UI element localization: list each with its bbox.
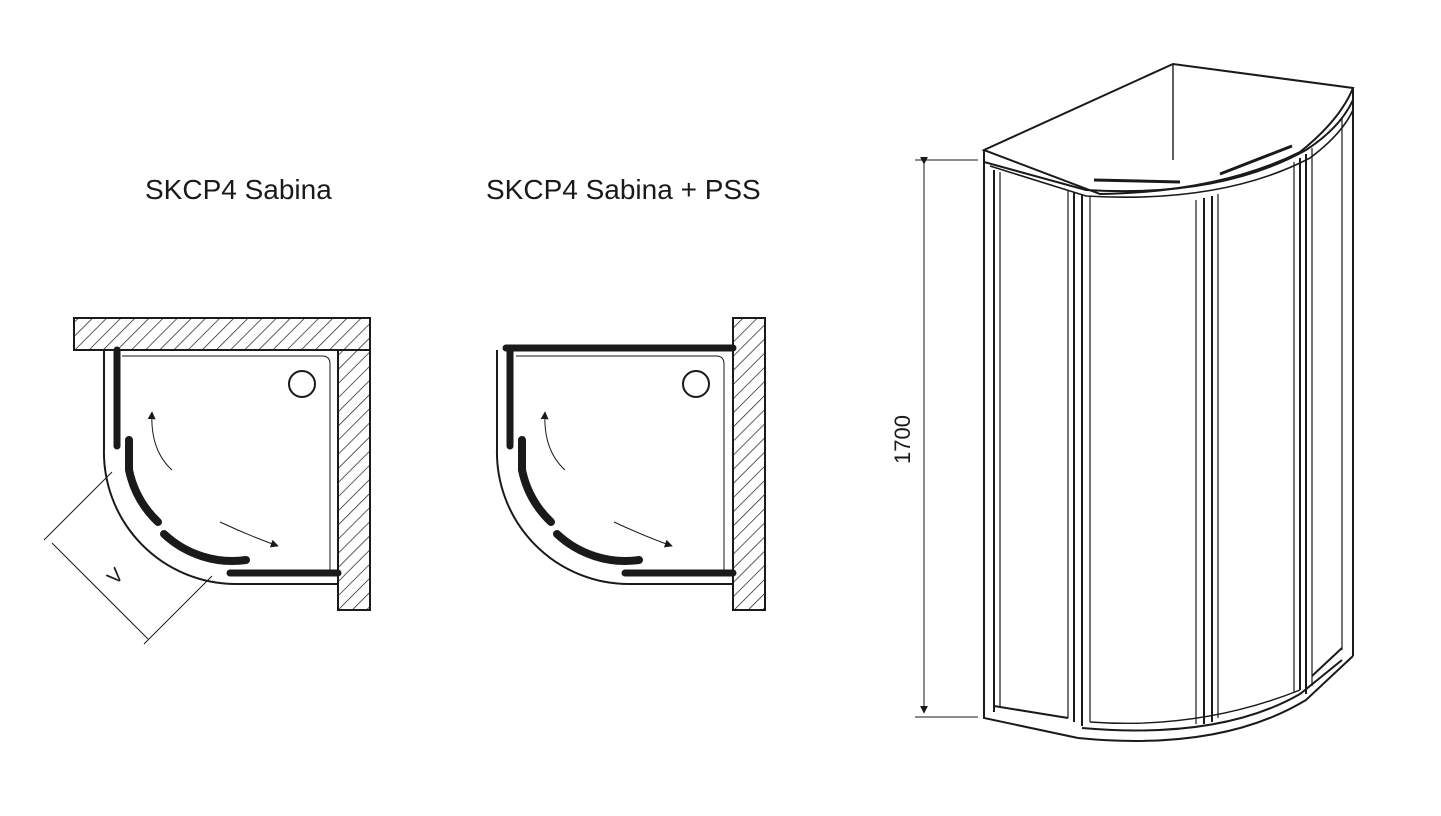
bottom-door-rail [1089,689,1301,724]
shower-tray-inner [122,355,331,574]
bottom-frame-profile-inner [1081,659,1343,732]
sliding-door-curve-1 [125,436,162,526]
right-panel-bottom [1311,647,1343,677]
dimension-line [51,542,149,640]
opening-arrow-up-pss [540,411,566,471]
top-frame-roof [981,62,1355,196]
dimension-extension-2 [143,575,213,645]
sliding-door-curve-1-pss [518,436,555,526]
drain-icon-pss [682,370,710,398]
top-rail-handle [1093,178,1181,184]
top-frame-profile-inner [989,109,1354,198]
opening-arrow-up [147,411,173,471]
bottom-frame-profile [1077,655,1354,742]
elevation-view: 1700 [890,62,1355,742]
dimension-extension-1 [43,471,113,541]
opening-arrow-right-pss [613,521,673,548]
opening-arrow-right [219,521,279,548]
shower-tray-outline-pss [495,350,733,585]
plan-title-left: SKCP4 Sabina [145,174,332,205]
top-frame-profile [983,88,1354,193]
left-fixed-panel [983,162,1079,739]
drain-icon [288,370,316,398]
plan-title-right: SKCP4 Sabina + PSS [486,174,761,205]
shower-tray-outline [102,350,338,585]
sliding-door-curve-2 [160,530,250,565]
height-dim-label: 1700 [890,415,915,464]
dimension-label-v: V [103,564,128,589]
wall-top [73,317,371,351]
sliding-door-curve-2-pss [553,530,643,565]
plan-view-left: V [43,317,371,645]
wall-right [337,349,371,611]
shower-tray-inner-pss [516,355,725,574]
left-panel-bottom [993,705,1069,719]
wall-right-pss [732,317,766,611]
plan-view-right [495,317,766,611]
top-rail-handle-2 [1219,144,1293,176]
